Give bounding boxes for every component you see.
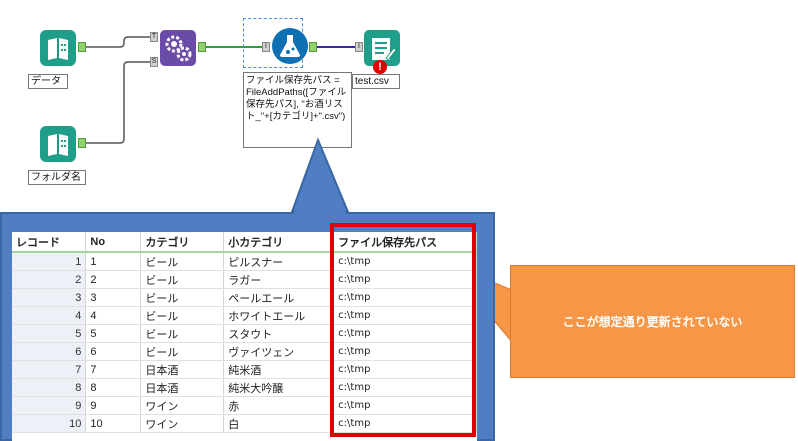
column-header-subcategory[interactable]: 小カテゴリ [223,232,335,253]
cell-category[interactable]: 日本酒 [140,378,225,397]
book-icon [48,134,68,156]
formula-input-anchor[interactable]: I [262,42,270,52]
cell-record[interactable]: 10 [12,414,87,433]
cell-record[interactable]: 6 [12,342,87,361]
input-data-label: データ [28,74,68,89]
cell-save-path[interactable]: c:\tmp [333,378,477,397]
cell-category[interactable]: ビール [140,324,225,343]
workflow-connections [86,36,355,144]
cell-no[interactable]: 4 [85,306,142,325]
cell-subcategory[interactable]: 純米大吟醸 [223,378,335,397]
cell-save-path[interactable]: c:\tmp [333,414,477,433]
cell-save-path[interactable]: c:\tmp [333,270,477,289]
cell-no[interactable]: 1 [85,252,142,271]
cell-subcategory[interactable]: ラガー [223,270,335,289]
cell-category[interactable]: ビール [140,270,225,289]
callout-note: ここが想定通り更新されていない [510,265,795,378]
cell-record[interactable]: 4 [12,306,87,325]
cell-no[interactable]: 7 [85,360,142,379]
cell-category[interactable]: 日本酒 [140,360,225,379]
column-header-category[interactable]: カテゴリ [140,232,225,253]
cell-no[interactable]: 5 [85,324,142,343]
gears-icon [165,35,192,62]
cell-save-path[interactable]: c:\tmp [333,252,477,271]
cell-subcategory[interactable]: 赤 [223,396,335,415]
cell-subcategory[interactable]: ペールエール [223,288,335,307]
append-output-anchor[interactable] [198,42,206,52]
error-icon: ! [378,61,382,73]
highlight-box [330,223,476,437]
cell-record[interactable]: 8 [12,378,87,397]
cell-category[interactable]: ビール [140,342,225,361]
formula-tool[interactable] [272,28,308,64]
cell-save-path[interactable]: c:\tmp [333,360,477,379]
cell-save-path[interactable]: c:\tmp [333,342,477,361]
cell-category[interactable]: ビール [140,306,225,325]
book-icon [48,38,68,60]
formula-output-anchor[interactable] [309,42,317,52]
callout-text: ここが想定通り更新されていない [562,315,743,329]
formula-expression-label: ファイル保存先パス = FileAddPaths([ファイル保存先パス], "お… [243,72,352,148]
workflow-canvas: データ フォルダ名 T S I ファイル保存先パス = FileAd [0,0,798,212]
cell-record[interactable]: 3 [12,288,87,307]
input-data-tool[interactable] [40,30,76,66]
cell-category[interactable]: ビール [140,288,225,307]
document-edit-icon [372,38,397,61]
cell-save-path[interactable]: c:\tmp [333,288,477,307]
output-input-anchor[interactable]: I [355,42,363,52]
table-header-row: レコード No カテゴリ 小カテゴリ ファイル保存先パス [12,232,477,253]
cell-no[interactable]: 6 [85,342,142,361]
cell-save-path[interactable]: c:\tmp [333,306,477,325]
cell-save-path[interactable]: c:\tmp [333,396,477,415]
cell-category[interactable]: ビール [140,252,225,271]
folder-input-label: フォルダ名 [28,170,86,185]
append-source-anchor[interactable]: S [150,57,158,67]
cell-subcategory[interactable]: 純米酒 [223,360,335,379]
cell-record[interactable]: 5 [12,324,87,343]
cell-category[interactable]: ワイン [140,396,225,415]
error-badge: ! [373,60,387,74]
cell-record[interactable]: 7 [12,360,87,379]
cell-no[interactable]: 2 [85,270,142,289]
flask-icon [280,35,300,57]
append-target-anchor[interactable]: T [150,32,158,42]
cell-subcategory[interactable]: ヴァイツェン [223,342,335,361]
cell-no[interactable]: 9 [85,396,142,415]
cell-subcategory[interactable]: ホワイトエール [223,306,335,325]
cell-no[interactable]: 3 [85,288,142,307]
cell-subcategory[interactable]: ピルスナー [223,252,335,271]
column-header-save-path[interactable]: ファイル保存先パス [333,232,477,253]
cell-no[interactable]: 8 [85,378,142,397]
input-data-output-anchor[interactable] [78,42,86,52]
column-header-no[interactable]: No [85,232,142,253]
cell-record[interactable]: 1 [12,252,87,271]
append-fields-tool[interactable] [160,30,196,66]
cell-no[interactable]: 10 [85,414,142,433]
column-header-record[interactable]: レコード [12,232,87,253]
cell-category[interactable]: ワイン [140,414,225,433]
folder-input-tool[interactable] [40,126,76,162]
cell-record[interactable]: 2 [12,270,87,289]
output-file-label: test.csv [352,74,400,89]
cell-subcategory[interactable]: スタウト [223,324,335,343]
cell-record[interactable]: 9 [12,396,87,415]
cell-save-path[interactable]: c:\tmp [333,324,477,343]
cell-subcategory[interactable]: 白 [223,414,335,433]
folder-input-output-anchor[interactable] [78,138,86,148]
